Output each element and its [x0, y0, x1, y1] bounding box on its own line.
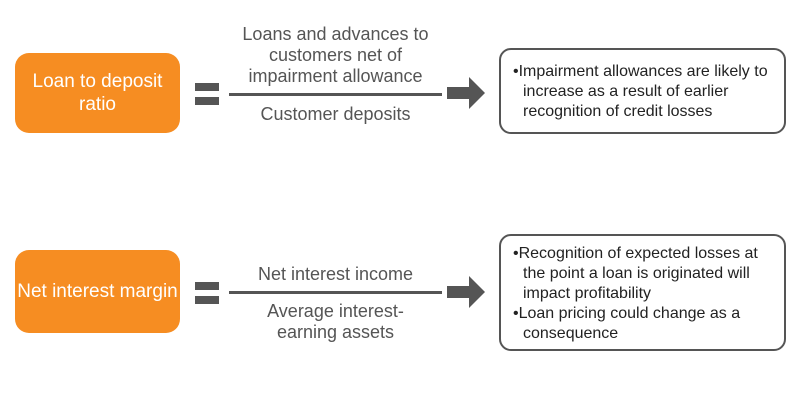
note-item: •Recognition of expected losses at the p… [513, 244, 758, 302]
denominator: Average interest-earning assets [267, 301, 404, 342]
arrow-right-icon [447, 77, 485, 109]
metric-box-loan-to-deposit: Loan to deposit ratio [15, 53, 180, 133]
denominator: Customer deposits [260, 104, 411, 124]
impact-note-box: •Recognition of expected losses at the p… [499, 234, 786, 351]
equals-icon [195, 83, 219, 111]
metric-label: Net interest margin [17, 281, 178, 302]
metric-label: Loan to deposit ratio [32, 71, 163, 115]
fraction-line [229, 93, 442, 96]
fraction-line [229, 291, 442, 294]
metric-box-net-interest-margin: Net interest margin [15, 250, 180, 333]
equals-icon [195, 282, 219, 310]
note-item: •Loan pricing could change as a conseque… [513, 304, 741, 342]
arrow-right-icon [447, 276, 485, 308]
note-item: •Impairment allowances are likely to inc… [513, 63, 768, 120]
impact-note-box: •Impairment allowances are likely to inc… [499, 48, 786, 134]
numerator: Net interest income [257, 264, 414, 284]
numerator: Loans and advances to customers net of i… [242, 24, 429, 86]
